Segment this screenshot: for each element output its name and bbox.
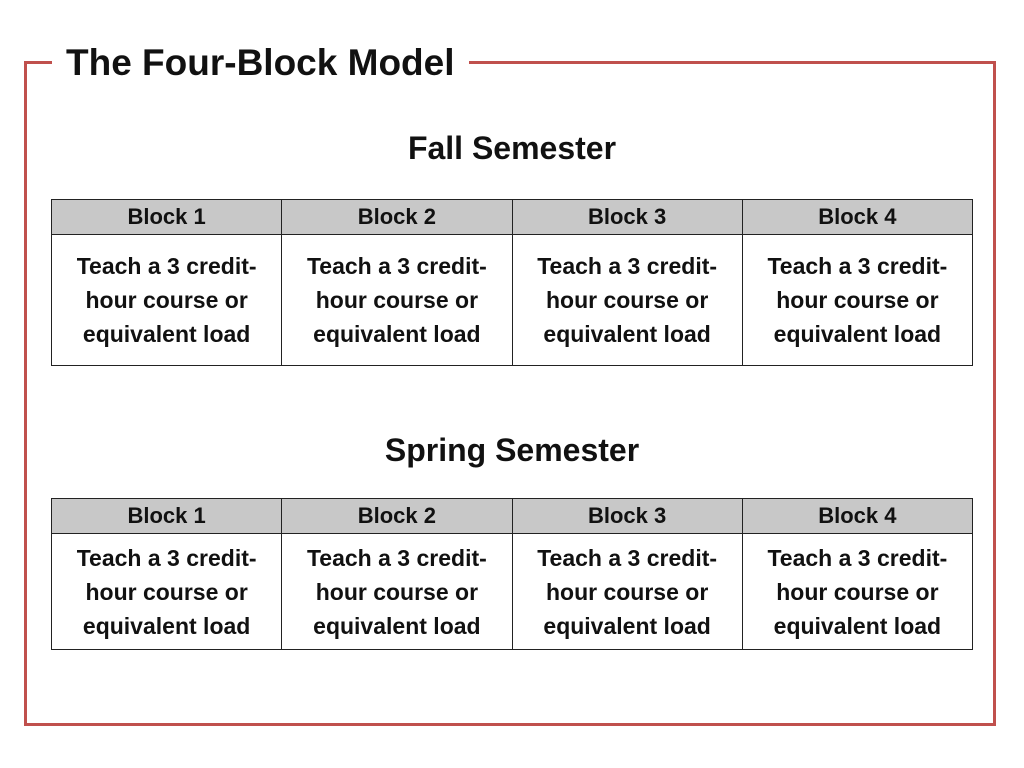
- spring-header-block-2: Block 2: [281, 498, 513, 534]
- fall-header-block-4: Block 4: [741, 199, 974, 235]
- fall-header-block-2: Block 2: [281, 199, 513, 235]
- spring-header-block-3: Block 3: [511, 498, 743, 534]
- spring-header-row: Block 1 Block 2 Block 3 Block 4: [50, 498, 974, 534]
- fall-cell-block-1: Teach a 3 credit-hour course or equivale…: [50, 234, 283, 366]
- fall-content-row: Teach a 3 credit-hour course or equivale…: [50, 234, 974, 366]
- fall-cell-block-2: Teach a 3 credit-hour course or equivale…: [281, 234, 513, 366]
- fall-cell-block-4: Teach a 3 credit-hour course or equivale…: [741, 234, 974, 366]
- fall-semester-title: Fall Semester: [407, 130, 617, 166]
- slide-title: The Four-Block Model: [52, 38, 469, 88]
- fall-header-block-1: Block 1: [50, 199, 283, 235]
- spring-cell-block-3: Teach a 3 credit-hour course or equivale…: [511, 533, 743, 650]
- spring-cell-block-1: Teach a 3 credit-hour course or equivale…: [50, 533, 283, 650]
- fall-cell-block-3: Teach a 3 credit-hour course or equivale…: [511, 234, 743, 366]
- fall-header-row: Block 1 Block 2 Block 3 Block 4: [50, 199, 974, 235]
- fall-semester-table: Block 1 Block 2 Block 3 Block 4 Teach a …: [50, 199, 974, 366]
- spring-header-block-1: Block 1: [50, 498, 283, 534]
- slide-frame: [24, 61, 996, 726]
- spring-semester-table: Block 1 Block 2 Block 3 Block 4 Teach a …: [50, 498, 974, 650]
- spring-semester-title: Spring Semester: [384, 432, 640, 468]
- spring-header-block-4: Block 4: [741, 498, 974, 534]
- fall-header-block-3: Block 3: [511, 199, 743, 235]
- spring-cell-block-4: Teach a 3 credit-hour course or equivale…: [741, 533, 974, 650]
- spring-cell-block-2: Teach a 3 credit-hour course or equivale…: [281, 533, 513, 650]
- spring-content-row: Teach a 3 credit-hour course or equivale…: [50, 533, 974, 650]
